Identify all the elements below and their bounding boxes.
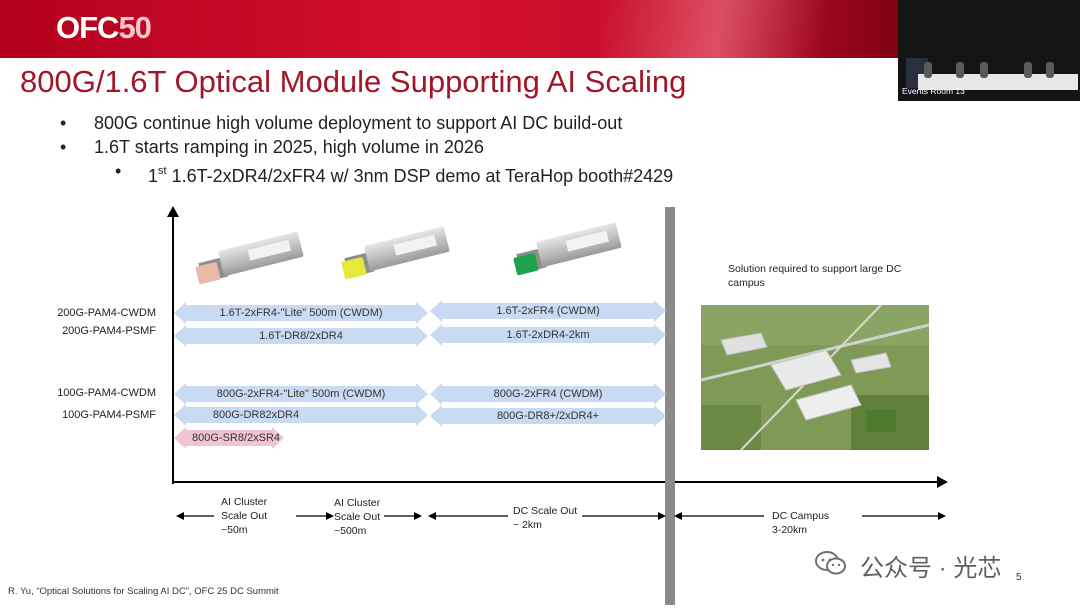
band-arrow-shape <box>174 383 428 405</box>
dc-campus-photo <box>701 305 929 450</box>
module-pull-tab <box>195 261 221 285</box>
x-section-line: Scale Out <box>334 511 381 523</box>
band-arrow: 1.6T-2xFR4-"Lite" 500m (CWDM) <box>174 302 428 324</box>
x-section-label: DC Campus 3-20km <box>772 509 829 537</box>
range-arrow <box>582 512 666 520</box>
module-icon-yellow <box>337 220 451 281</box>
sub-bullet-prefix: 1 <box>148 166 159 186</box>
band-arrow-shape <box>174 404 428 426</box>
band-arrow-shape <box>430 383 666 405</box>
panelist <box>980 62 988 78</box>
x-section-line: ~50m <box>221 524 248 536</box>
speaker-video-inset[interactable]: Events Room 13 <box>898 0 1080 101</box>
band-label: 800G-DR82xDR4 <box>212 409 300 421</box>
x-section-line: AI Cluster <box>221 496 268 508</box>
x-axis <box>172 476 948 488</box>
band-label: 1.6T-2xDR4-2km <box>506 329 590 341</box>
band-arrow: 800G-2xFR4-"Lite" 500m (CWDM) <box>174 383 428 405</box>
panelist <box>1046 62 1054 78</box>
row-label: 100G-PAM4-PSMF <box>62 409 156 421</box>
module-icon-green <box>509 216 623 277</box>
module-pull-tab <box>513 252 539 276</box>
banner-highlight <box>600 0 900 58</box>
panelist <box>1024 62 1032 78</box>
sub-bullet-rest: 1.6T-2xDR4/2xFR4 w/ 3nm DSP demo at Tera… <box>166 166 674 186</box>
x-section-label: DC Scale Out ~ 2km <box>513 504 577 532</box>
range-arrow <box>384 512 422 520</box>
band-arrow: 1.6T-DR8/2xDR4 <box>174 325 428 347</box>
band-label: 800G-2xFR4-"Lite" 500m (CWDM) <box>216 388 386 400</box>
range-arrow <box>862 512 946 520</box>
campus-divider-bar <box>665 207 675 605</box>
x-section-label: AI Cluster Scale Out ~500m <box>334 496 380 538</box>
row-label: 200G-PAM4-CWDM <box>57 307 156 319</box>
x-section-line: DC Scale Out <box>513 505 578 517</box>
band-arrow: 800G-DR8+/2xDR4+ <box>430 405 666 427</box>
bullet-marker: • <box>60 113 67 133</box>
panelist <box>924 62 932 78</box>
campus-note: Solution required to support large DC ca… <box>728 263 902 289</box>
range-arrow <box>674 512 764 520</box>
slide-title: 800G/1.6T Optical Module Supporting AI S… <box>20 64 687 99</box>
x-section-line: ~500m <box>334 525 367 537</box>
band-arrow-short-reach: 800G-SR8/2xSR4 <box>174 427 284 449</box>
band-arrow: 800G-2xFR4 (CWDM) <box>430 383 666 405</box>
bullet-marker: • <box>115 161 122 181</box>
x-section-line: AI Cluster <box>334 497 381 509</box>
row-label: 100G-PAM4-CWDM <box>57 387 156 399</box>
band-label: 1.6T-2xFR4-"Lite" 500m (CWDM) <box>219 307 383 319</box>
range-arrow <box>428 512 508 520</box>
page-number: 5 <box>1016 572 1022 583</box>
wechat-icon <box>815 551 846 575</box>
bullet-text: 1st 1.6T-2xDR4/2xFR4 w/ 3nm DSP demo at … <box>148 159 673 188</box>
dc-campus-illustration <box>701 305 929 450</box>
band-label: 1.6T-2xFR4 (CWDM) <box>496 305 600 317</box>
band-label: 800G-2xFR4 (CWDM) <box>493 388 603 400</box>
x-section-line: 3-20km <box>772 524 808 536</box>
bullet-text: 1.6T starts ramping in 2025, high volume… <box>94 137 484 157</box>
x-section-line: Scale Out <box>221 510 268 522</box>
band-arrow-shape <box>430 300 666 322</box>
panelist <box>956 62 964 78</box>
range-arrow <box>296 512 334 520</box>
band-arrow: 800G-DR82xDR4 <box>174 404 428 426</box>
video-caption: Events Room 13 <box>902 86 965 96</box>
row-label: 200G-PAM4-PSMF <box>62 325 156 337</box>
bullet-marker: • <box>60 137 67 157</box>
y-axis-arrowhead <box>167 206 179 217</box>
band-arrow: 1.6T-2xFR4 (CWDM) <box>430 300 666 322</box>
watermark-text: 公众号 · 光芯 <box>860 555 1002 582</box>
x-section-line: ~ 2km <box>513 519 542 531</box>
x-axis-arrowhead <box>937 476 948 488</box>
band-arrow-shape <box>430 405 666 427</box>
band-label: 800G-DR8+/2xDR4+ <box>496 410 600 422</box>
band-label: 1.6T-DR8/2xDR4 <box>259 330 343 342</box>
band-arrow-shape <box>174 427 284 449</box>
band-arrow: 1.6T-2xDR4-2km <box>430 324 666 346</box>
band-arrow-shape <box>174 302 428 324</box>
y-axis <box>167 206 179 484</box>
panel-table <box>918 74 1078 90</box>
citation-footer: R. Yu, “Optical Solutions for Scaling AI… <box>8 586 279 597</box>
x-section-line: DC Campus <box>772 510 830 522</box>
range-arrow <box>176 512 214 520</box>
band-arrow-shape <box>430 324 666 346</box>
bullet-text: 800G continue high volume deployment to … <box>94 113 623 133</box>
ofc50-logo: OFC50 <box>56 10 152 45</box>
sub-bullet-superscript: st <box>158 165 167 177</box>
band-label: 800G-SR8/2xSR4 <box>192 432 281 444</box>
module-icon-pink <box>191 225 305 286</box>
x-section-label: AI Cluster Scale Out ~50m <box>221 495 267 537</box>
band-arrow-shape <box>174 325 428 347</box>
module-pull-tab <box>341 256 367 280</box>
